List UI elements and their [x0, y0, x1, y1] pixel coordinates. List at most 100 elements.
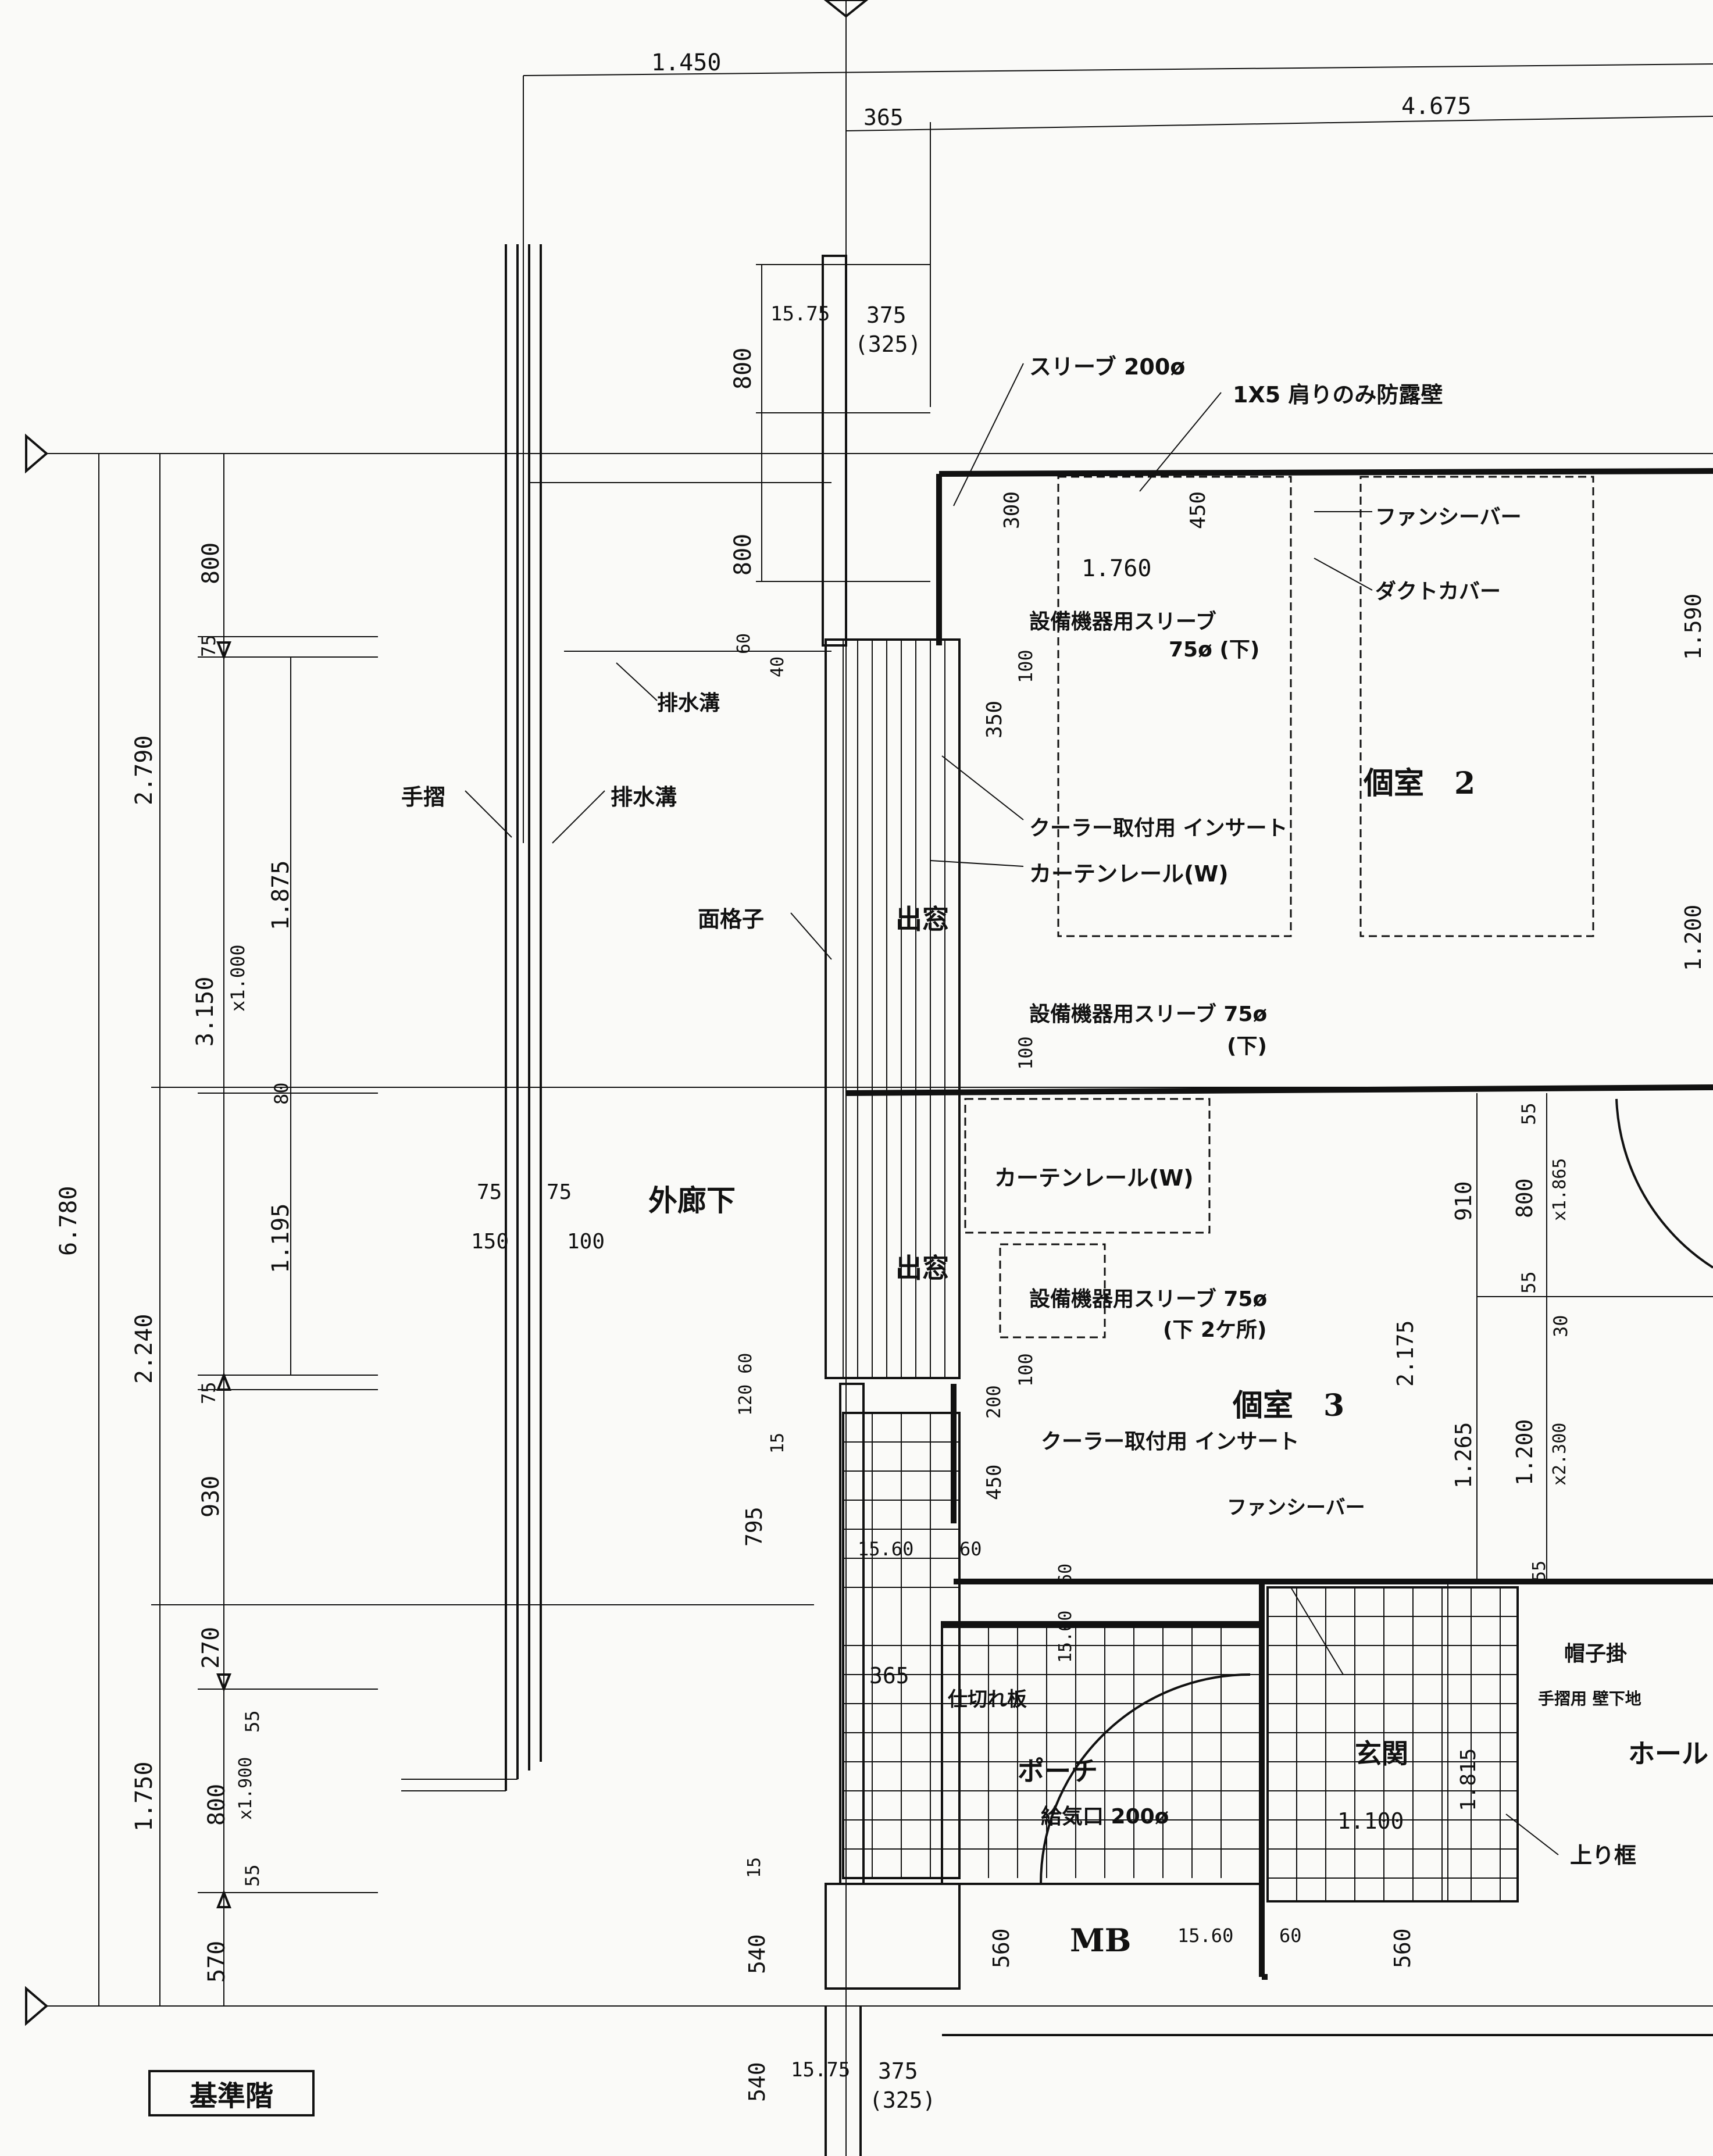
dim-325-bot: (325): [869, 2087, 936, 2113]
dim-1875: 1.875: [267, 860, 294, 930]
dim-55-d: 55: [241, 1710, 263, 1733]
dim-x1865: x1.865: [1550, 1158, 1570, 1221]
dim-570: 570: [204, 1940, 230, 1983]
annotation-curtain-rail: カーテンレール(W): [1029, 861, 1229, 887]
room-label-private-3: 個室 3: [1233, 1388, 1345, 1423]
wall: [825, 1883, 961, 1990]
corridor-rails: [401, 244, 831, 1791]
dim-1265: 1.265: [1451, 1422, 1476, 1489]
door-swing-arc: [1040, 1673, 1251, 1884]
room-label-mb: MB: [1070, 1922, 1132, 1959]
annotation-equip-sleeve: 設備機器用スリーブ: [1029, 610, 1216, 634]
dim-x1000: x1.000: [227, 944, 249, 1012]
dim-365-mid: 365: [869, 1663, 909, 1689]
axis-marker-icon: [25, 433, 49, 474]
dim-560-a: 560: [988, 1928, 1014, 1968]
dim-4675: 4.675: [1401, 93, 1472, 120]
leader-lines: [465, 363, 1559, 1855]
right-dimension-lines: [1447, 1093, 1713, 1901]
annotation-lattice: 面格子: [698, 906, 765, 932]
dim-1195: 1.195: [267, 1203, 294, 1273]
porch-tile-area: [941, 1621, 1263, 1885]
annotation-hat-hook: 帽子掛: [1564, 1642, 1628, 1666]
annotation-handrail-base: 手摺用 壁下地: [1538, 1689, 1641, 1708]
dashed-outline: [1359, 476, 1594, 937]
dim-300: 300: [1000, 491, 1024, 529]
annotation-sleeve: スリーブ 200ø: [1029, 354, 1186, 380]
dim-1815: 1.815: [1457, 1748, 1480, 1811]
annotation-fancy-bar-2: ファンシーバー: [1227, 1496, 1365, 1519]
axis-marker-icon: [25, 1986, 49, 2026]
dim-1575-top: 15.75: [770, 302, 830, 326]
dashed-outline: [964, 1098, 1211, 1234]
leader-line: [930, 860, 1024, 867]
annotation-equip-sleeve-2-sub: (下): [1227, 1034, 1267, 1058]
leader-line: [552, 790, 605, 844]
dim-350: 350: [983, 700, 1007, 738]
annotation-firewall: 1X5 肩りのみ防露壁: [1233, 382, 1443, 408]
dim-1760: 1.760: [1082, 555, 1152, 582]
annotation-handrail: 手摺: [401, 784, 446, 810]
dim-15-b: 15: [744, 1857, 765, 1878]
leader-line: [1314, 558, 1373, 591]
annotation-drain-2: 排水溝: [611, 784, 677, 810]
dimension-line: [523, 63, 1713, 76]
dim-200: 200: [983, 1385, 1005, 1419]
dim-60-a: 60: [734, 633, 754, 654]
room-label-private-2: 個室 2: [1364, 766, 1476, 801]
dim-800-c: 800: [730, 533, 756, 576]
room-label-porch: ポーチ: [1018, 1755, 1098, 1787]
dim-560-b: 560: [1390, 1928, 1415, 1968]
axis-marker-icon: [823, 0, 869, 18]
floor-level-label: 基準階: [148, 2070, 315, 2116]
room-label-hall: ホール: [1628, 1738, 1708, 1769]
annotation-drain: 排水溝: [657, 691, 720, 715]
top-dimension-lines: [523, 63, 1713, 843]
leader-line: [1505, 1814, 1559, 1855]
annotation-cooler-insert-2: クーラー取付用 インサート: [1041, 1430, 1300, 1454]
tile-grid-line: [872, 1413, 1222, 1878]
leader-line: [465, 790, 512, 838]
tile-grid-line: [1296, 1587, 1501, 1901]
dim-3150: 3.150: [192, 976, 219, 1047]
annotation-partition-board: 仕切れ板: [948, 1688, 1027, 1711]
dim-910: 910: [1451, 1181, 1476, 1221]
dim-540-b: 540: [744, 2062, 770, 2102]
door-swing-arc: [1615, 1098, 1713, 1269]
dim-450-a: 450: [1186, 491, 1210, 529]
leader-line: [790, 912, 832, 960]
dim-100-a: 100: [1015, 649, 1037, 683]
bay-window: [825, 638, 961, 1379]
dim-60-d: 60: [1279, 1925, 1302, 1947]
bay-window-lattice: [825, 638, 961, 1379]
leader-line: [941, 755, 1024, 820]
leader-line: [953, 363, 1024, 506]
entrance-tile-area: [1266, 1586, 1519, 1902]
dim-x1900: x1.900: [235, 1757, 256, 1820]
room-label-bay-window-upper: 出窓: [895, 904, 949, 935]
room-label-bay-window-lower: 出窓: [895, 1252, 949, 1284]
annotation-cooler-insert: クーラー取付用 インサート: [1029, 816, 1288, 840]
dim-1560-b: 15.60: [1055, 1610, 1076, 1663]
dim-60-c: 60: [1055, 1563, 1076, 1584]
leader-line: [1290, 1587, 1344, 1675]
dim-6780: 6.780: [55, 1186, 82, 1256]
dim-1200-b: 1.200: [1512, 1419, 1537, 1486]
annotation-fancy-bar: ファンシーバー: [1375, 505, 1522, 529]
dim-800-a: 800: [198, 542, 224, 584]
dim-540-a: 540: [744, 1934, 770, 1974]
dim-2790: 2.790: [131, 735, 158, 805]
dim-75-a: 75: [198, 634, 220, 657]
tile-grid-line: [1268, 1616, 1518, 1879]
dashed-outline: [1057, 476, 1292, 937]
annotation-equip-sleeve-sub: 75ø (下): [1169, 638, 1260, 662]
dim-375-bot: 375: [878, 2058, 918, 2084]
walls: [822, 255, 1713, 2156]
annotation-equip-sleeve-3-sub: (下 2ケ所): [1163, 1318, 1267, 1342]
dim-325-top: (325): [855, 331, 922, 357]
dim-150: 150: [471, 1230, 509, 1254]
annotation-equip-sleeve-3: 設備機器用スリーブ 75ø: [1029, 1287, 1268, 1311]
dim-75-d: 75: [198, 1382, 220, 1404]
